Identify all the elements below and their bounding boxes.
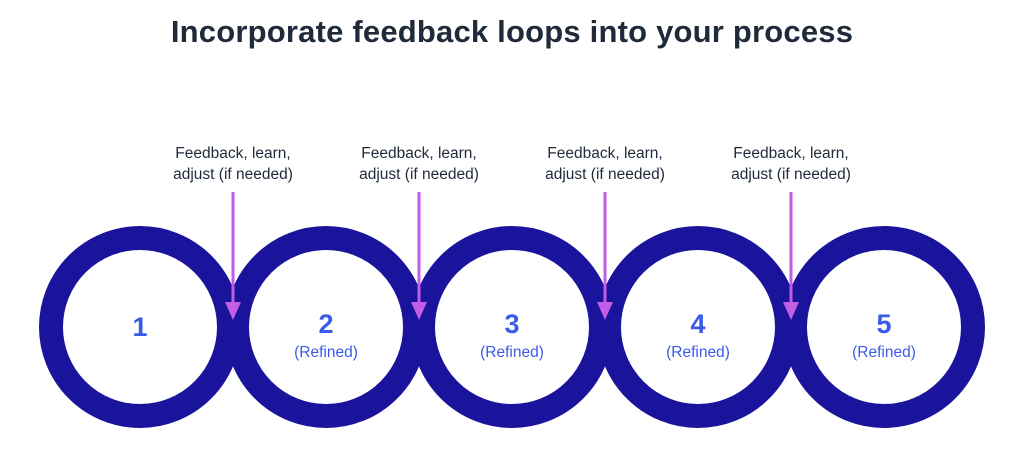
rings-layer [39,226,985,428]
step-4-subtitle: (Refined) [666,344,730,361]
step-5-ring [783,226,985,428]
step-1-number: 1 [132,312,147,342]
feedback-label-line1: Feedback, learn, [361,145,476,162]
arrow-down-icon [411,302,427,320]
feedback-annotation-1: Feedback, learn, adjust (if needed) [173,145,293,320]
feedback-annotation-3: Feedback, learn, adjust (if needed) [545,145,665,320]
step-2-subtitle: (Refined) [294,344,358,361]
feedback-label-line2: adjust (if needed) [545,166,665,183]
arrow-down-icon [225,302,241,320]
feedback-label-line1: Feedback, learn, [733,145,848,162]
feedback-annotation-2: Feedback, learn, adjust (if needed) [359,145,479,320]
step-3-number: 3 [504,309,519,339]
step-4-number: 4 [690,309,705,339]
step-5-number: 5 [876,309,891,339]
feedback-annotation-4: Feedback, learn, adjust (if needed) [731,145,851,320]
arrow-down-icon [783,302,799,320]
step-5-subtitle: (Refined) [852,344,916,361]
arrow-down-icon [597,302,613,320]
feedback-label-line2: adjust (if needed) [731,166,851,183]
feedback-label-line2: adjust (if needed) [173,166,293,183]
feedback-label-line1: Feedback, learn, [547,145,662,162]
feedback-label-line1: Feedback, learn, [175,145,290,162]
feedback-label-line2: adjust (if needed) [359,166,479,183]
step-3-subtitle: (Refined) [480,344,544,361]
step-labels-layer: 1 2 (Refined) 3 (Refined) 4 (Refined) 5 (Refined… [132,309,915,361]
page-title: Incorporate feedback loops into your pro… [170,14,854,49]
feedback-arrows-layer: Feedback, learn,adjust (if needed)Feedba… [173,145,851,320]
step-2-number: 2 [318,309,333,339]
